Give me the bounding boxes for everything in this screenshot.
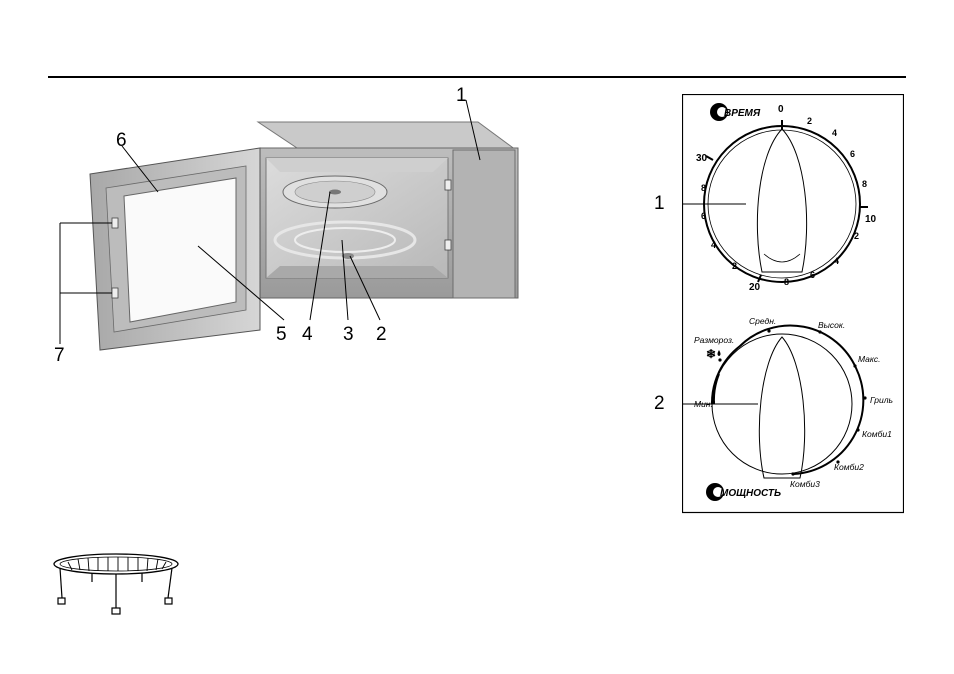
header-rule: [48, 76, 906, 78]
time-mark: 30: [696, 153, 708, 164]
power-label-medium: Средн.: [749, 316, 776, 326]
callout-2: 2: [376, 325, 387, 344]
time-mark: 4: [834, 256, 839, 266]
power-label-combi1: Комби1: [862, 429, 892, 439]
power-label-high: Высок.: [818, 320, 845, 330]
callout-5: 5: [276, 325, 287, 344]
callout-6: 6: [116, 131, 127, 150]
power-dial-title: МОЩНОСТЬ: [720, 488, 781, 499]
panel-callout-2: 2: [654, 394, 665, 413]
time-mark: 4: [711, 240, 716, 250]
power-label-max: Макс.: [858, 354, 880, 364]
power-label-combi2: Комби2: [834, 462, 864, 472]
power-label-min: Мин.: [694, 399, 713, 409]
time-mark: 6: [810, 270, 815, 280]
time-mark: 2: [854, 231, 859, 241]
svg-text:❄: ❄: [706, 347, 716, 361]
microwave-illustration: [48, 80, 528, 370]
time-mark: 8: [701, 183, 706, 193]
turntable-plate: [283, 176, 387, 208]
time-mark: 4: [832, 128, 837, 138]
time-mark: 6: [701, 211, 706, 221]
time-mark: 2: [807, 116, 812, 126]
power-label-grill: Гриль: [870, 395, 893, 405]
time-mark: 8: [862, 179, 867, 189]
roller-rack-illustration: [48, 548, 184, 618]
callout-4: 4: [302, 325, 313, 344]
time-mark: 6: [850, 149, 855, 159]
power-label-combi3: Комби3: [790, 479, 820, 489]
time-mark: 0: [778, 104, 784, 115]
oven-door: [90, 148, 260, 350]
time-dial-title: ВРЕМЯ: [724, 108, 761, 119]
panel-callout-1: 1: [654, 194, 665, 213]
time-mark: 2: [732, 261, 737, 271]
control-panel: ВРЕМЯ 0 2 4 6 8 10 2 4 6 8 20 2 4 6 8: [682, 94, 904, 516]
oven-body: [258, 122, 518, 298]
time-mark: 10: [865, 214, 877, 225]
power-label-defrost: Размороз.: [694, 335, 734, 345]
callout-7: 7: [54, 346, 65, 365]
time-mark: 8: [784, 277, 789, 287]
callout-1: 1: [456, 86, 467, 105]
time-mark: 20: [749, 282, 761, 293]
callout-3: 3: [343, 325, 354, 344]
